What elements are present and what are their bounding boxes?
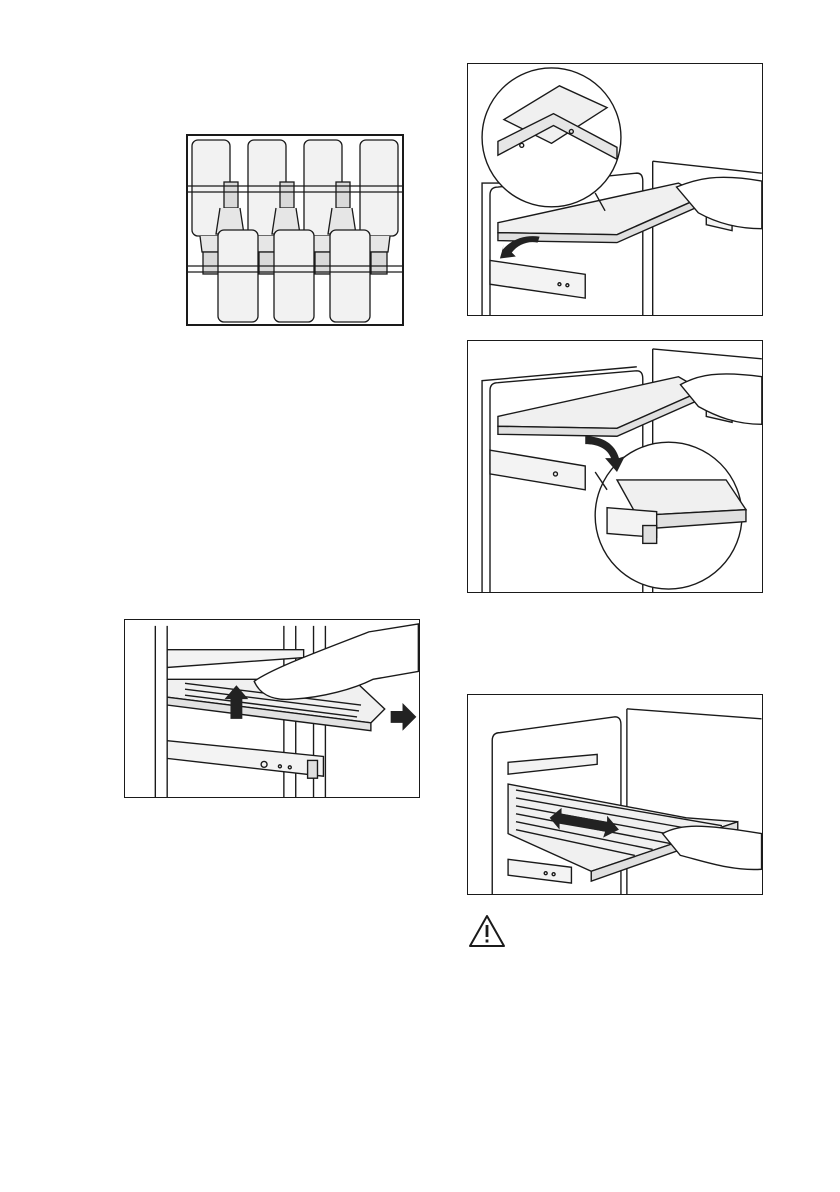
bottle-rack-illustration	[186, 134, 404, 326]
shelf-lift-and-pull-illustration	[124, 619, 420, 798]
warning-triangle-icon	[468, 914, 506, 948]
shelf-tilt-detail-illustration	[467, 63, 763, 316]
shelf-insert-detail-illustration	[467, 340, 763, 593]
shelf-slide-illustration	[467, 694, 763, 895]
page-footer-mark	[0, 1186, 90, 1192]
